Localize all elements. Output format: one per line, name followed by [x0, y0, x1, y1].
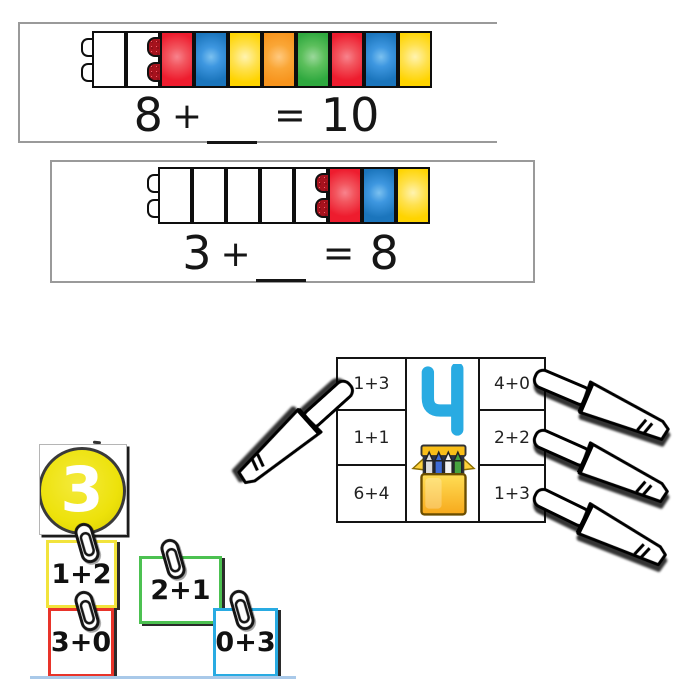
answer-blank[interactable]: [207, 133, 258, 144]
cube-connector-nubs: [81, 31, 92, 88]
fact-cell: 1+3: [478, 466, 544, 521]
equation-total: 10: [320, 88, 380, 142]
problem1-cube-train: [81, 31, 432, 88]
glitter-nub: [147, 37, 160, 57]
plus-sign: +: [171, 96, 203, 137]
linking-cube-red: [160, 31, 194, 88]
linking-cube-green: [296, 31, 330, 88]
fact-card-label: 2+1: [150, 574, 211, 606]
fact-label: 1+3: [353, 374, 390, 394]
glitter-nub: [147, 62, 160, 82]
fact-label: 1+3: [494, 483, 530, 504]
fact-label: 2+2: [494, 427, 530, 448]
answer-blank[interactable]: [255, 271, 306, 282]
target-number-card: 3: [39, 444, 127, 535]
equation-total: 8: [369, 226, 399, 280]
linking-cube-blue: [364, 31, 398, 88]
baseline-rule: [30, 676, 296, 679]
equation-addend: 3: [182, 226, 212, 280]
linking-cube-white: [192, 167, 226, 224]
yellow-number-circle: 3: [40, 447, 126, 534]
fact-label: 6+4: [353, 483, 390, 504]
linking-cube-yellow: [396, 167, 430, 224]
red-glitter-connector-nubs: [147, 31, 160, 88]
clip-card-grid: 1+3 1+1 6+4 4+0 2+2 1+3: [336, 357, 546, 523]
fact-label: 1+1: [353, 427, 390, 448]
problem2-equation: 3 + = 8: [50, 224, 531, 282]
glitter-nub: [315, 173, 328, 193]
linking-cube-blue: [362, 167, 396, 224]
linking-cube-white: [92, 31, 126, 88]
fact-card-label: 1+2: [51, 558, 112, 590]
equals-sign: =: [322, 231, 355, 275]
linking-cube-white: [226, 167, 260, 224]
equals-sign: =: [274, 93, 306, 137]
problem2-cube-train: [147, 167, 430, 224]
red-glitter-connector-nubs: [315, 167, 328, 224]
cube-nub: [147, 199, 158, 218]
plus-sign: +: [220, 234, 251, 275]
fact-label: 4+0: [494, 374, 530, 394]
problem1-equation: 8 + = 10: [18, 86, 495, 144]
fact-card[interactable]: 0+3: [213, 608, 278, 677]
fact-cell: 4+0: [478, 359, 544, 411]
equation-addend: 8: [133, 88, 163, 142]
cube-nub: [147, 174, 158, 193]
linking-cube-white: [158, 167, 192, 224]
fact-card[interactable]: 1+2: [46, 540, 117, 608]
crayon-box-icon: [411, 444, 476, 516]
fact-cell: 1+1: [338, 411, 407, 466]
target-number-3: 3: [60, 452, 104, 526]
cube-nub: [81, 63, 92, 82]
linking-cube-yellow: [398, 31, 432, 88]
target-number-4: [421, 364, 464, 436]
cube-nub: [81, 38, 92, 57]
glitter-nub: [315, 198, 328, 218]
fact-cell: 2+2: [478, 411, 544, 466]
linking-cube-red: [328, 167, 362, 224]
linking-cube-white: [260, 167, 294, 224]
linking-cube-yellow: [228, 31, 262, 88]
linking-cube-red: [330, 31, 364, 88]
linking-cube-orange: [262, 31, 296, 88]
fact-card-label: 3+0: [50, 627, 112, 658]
linking-cube-blue: [194, 31, 228, 88]
fact-cell: 1+3: [338, 359, 407, 411]
fact-cell: 6+4: [338, 466, 407, 521]
cube-connector-nubs: [147, 167, 158, 224]
fact-card-label: 0+3: [215, 627, 276, 658]
